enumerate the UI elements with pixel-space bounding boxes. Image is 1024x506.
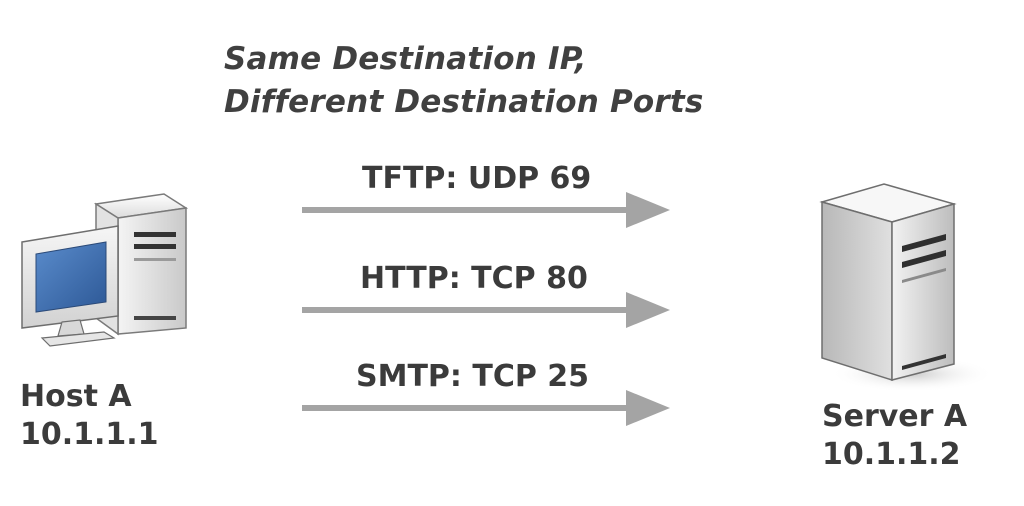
flow-arrow-tftp: [302, 192, 670, 228]
title-line-2: Different Destination Ports: [224, 84, 704, 120]
flow-label-http: HTTP: TCP 80: [360, 261, 588, 296]
server-name: Server A: [822, 399, 968, 434]
flow-arrow-smtp: [302, 390, 670, 426]
host-ip: 10.1.1.1: [20, 417, 159, 452]
server-ip: 10.1.1.2: [822, 437, 961, 472]
host-label: Host A 10.1.1.1: [20, 378, 159, 454]
flow-label-tftp: TFTP: UDP 69: [362, 161, 592, 196]
desktop-computer-icon: [21, 193, 189, 347]
flow-label-smtp: SMTP: TCP 25: [356, 359, 590, 394]
diagram-title: Same Destination IP, Different Destinati…: [224, 38, 704, 124]
server-tower-icon: [819, 183, 994, 392]
server-label: Server A 10.1.1.2: [822, 398, 967, 474]
host-name: Host A: [20, 379, 132, 414]
flow-arrow-http: [302, 292, 670, 328]
title-line-1: Same Destination IP,: [224, 41, 587, 77]
